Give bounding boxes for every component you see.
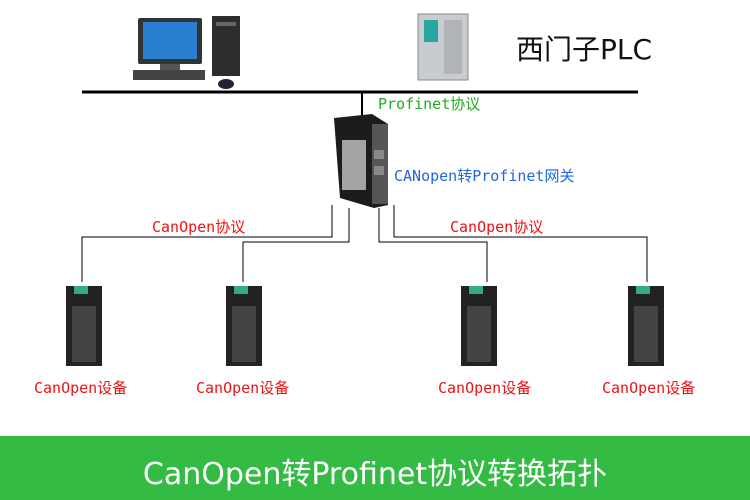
banner-title: CanOpen转Profinet协议转换拓扑 xyxy=(142,457,608,492)
device-label-4: CanOpen设备 xyxy=(602,379,696,397)
computer-icon xyxy=(133,16,240,89)
canopen-line-3 xyxy=(378,208,488,282)
network-lines xyxy=(81,90,648,282)
gateway-label: CANopen转Profinet网关 xyxy=(394,167,575,185)
canopen-device-icon-1 xyxy=(66,286,102,366)
device-label-3: CanOpen设备 xyxy=(438,379,532,397)
device-label-2: CanOpen设备 xyxy=(196,379,290,397)
canopen-line-4 xyxy=(393,205,648,282)
canopen-line-2 xyxy=(242,208,350,282)
title-banner xyxy=(0,436,750,500)
canopen-right-label: CanOpen协议 xyxy=(450,218,544,236)
canopen-device-icon-4 xyxy=(628,286,664,366)
canopen-left-label: CanOpen协议 xyxy=(152,218,246,236)
canopen-device-icon-3 xyxy=(461,286,497,366)
canopen-line-1 xyxy=(81,205,333,282)
plc-label: 西门子PLC xyxy=(516,33,653,66)
gateway-device-icon xyxy=(334,114,388,208)
plc-icon xyxy=(417,13,469,81)
canopen-device-icons xyxy=(66,286,664,366)
canopen-device-icon-2 xyxy=(226,286,262,366)
profinet-label: Profinet协议 xyxy=(378,95,481,113)
device-label-1: CanOpen设备 xyxy=(34,379,128,397)
